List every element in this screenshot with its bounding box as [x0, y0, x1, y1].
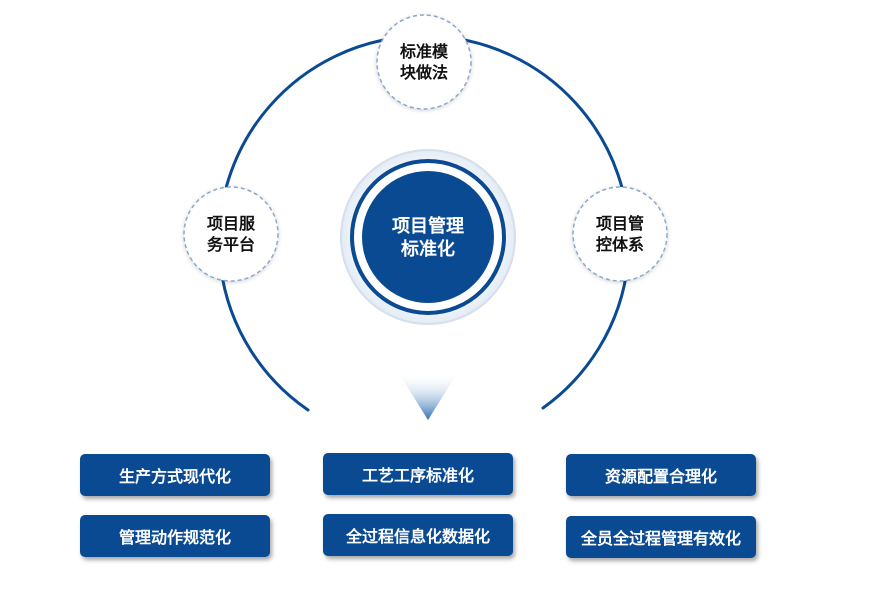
node-right: 项目管 控体系 [572, 186, 668, 282]
node-left-line2: 务平台 [207, 235, 255, 254]
node-top-line1: 标准模 [399, 42, 449, 61]
node-right-line2: 控体系 [596, 235, 644, 254]
outcome-box-informatization: 全过程信息化数据化 [323, 514, 513, 556]
outcome-box-process-standardization: 工艺工序标准化 [323, 453, 513, 495]
node-right-line1: 项目管 [596, 214, 644, 233]
node-left-line1: 项目服 [207, 214, 256, 233]
node-left: 项目服 务平台 [183, 186, 279, 282]
outcome-box-resource-allocation: 资源配置合理化 [566, 454, 756, 496]
outcome-box-effective-management: 全员全过程管理有效化 [566, 516, 756, 558]
outcome-box-management-actions: 管理动作规范化 [80, 515, 270, 557]
center-label-line1: 项目管理 [392, 215, 464, 237]
center-label-line2: 标准化 [400, 238, 455, 260]
down-arrow-icon [398, 372, 458, 420]
node-top-line2: 块做法 [400, 63, 448, 82]
node-top: 标准模 块做法 [376, 14, 472, 110]
outcome-box-modern-production: 生产方式现代化 [80, 454, 270, 496]
center-circle [362, 171, 494, 303]
